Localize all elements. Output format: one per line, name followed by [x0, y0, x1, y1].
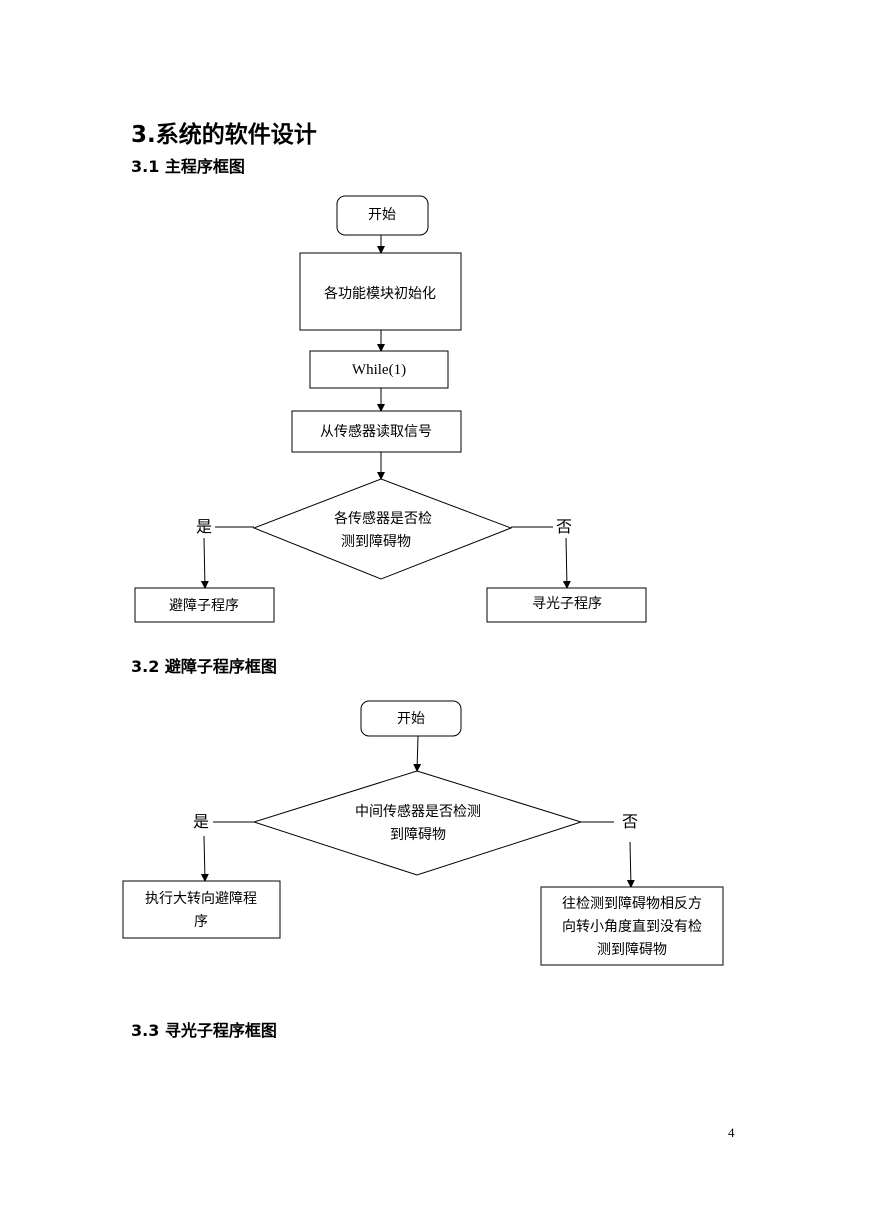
flow1-no-label: 否 [556, 517, 572, 536]
flow1-arrow-yes [200, 537, 209, 589]
page-number: 4 [728, 1125, 735, 1140]
subsection-title-avoid-flow: 3.2 避障子程序框图 [131, 657, 277, 676]
flow2-arrow-no [626, 841, 635, 888]
flow2-arrow-start-decision [413, 735, 422, 772]
main-flowchart: 开始 各功能模块初始化 While(1) 从传感器读取信号 各传感器是否检 测到… [134, 195, 647, 623]
flow1-avoid-label: 避障子程序 [169, 598, 239, 614]
subsection-title-light-flow: 3.3 寻光子程序框图 [131, 1021, 277, 1040]
flow1-yes-label: 是 [196, 517, 212, 536]
flow1-arrow-no [562, 537, 571, 589]
flow1-decision-line2: 测到障碍物 [341, 534, 411, 550]
flow2-arrow-yes [200, 835, 209, 882]
avoid-flowchart: 开始 中间传感器是否检测 到障碍物 是 否 执行大转向避障程 序 往检测到障碍物… [122, 700, 724, 966]
flow2-decision-node [252, 770, 583, 876]
flow2-small-turn-line1: 往检测到障碍物相反方 [562, 896, 702, 912]
flow1-start-node [336, 195, 429, 236]
flow2-big-turn-line2: 序 [194, 914, 208, 930]
flow1-init-label: 各功能模块初始化 [324, 285, 436, 302]
flow1-loop-label: While(1) [352, 362, 406, 378]
flow1-seek-light-node [486, 587, 647, 623]
flow2-start-node [360, 700, 462, 737]
flow1-avoid-node [134, 587, 275, 623]
flow2-start-label: 开始 [397, 711, 425, 727]
flow1-loop-node [309, 350, 449, 389]
flow1-init-node [299, 252, 462, 331]
section-title: 3.系统的软件设计 [131, 122, 317, 148]
flow2-big-turn-line1: 执行大转向避障程 [145, 891, 257, 907]
flow1-read-label: 从传感器读取信号 [320, 423, 432, 440]
flow2-small-turn-line2: 向转小角度直到没有检 [562, 918, 702, 935]
flow2-no-label: 否 [622, 812, 638, 831]
flow2-small-turn-line3: 测到障碍物 [597, 942, 667, 958]
flow1-start-label: 开始 [368, 207, 396, 223]
flow2-decision-line1: 中间传感器是否检测 [355, 803, 481, 820]
flow2-decision-line2: 到障碍物 [390, 827, 446, 843]
subsection-title-main-flow: 3.1 主程序框图 [131, 157, 245, 176]
flow1-decision-line1: 各传感器是否检 [334, 510, 432, 527]
flow1-read-node [291, 410, 462, 453]
flow1-decision-node [252, 478, 513, 580]
flow2-small-turn-node [540, 886, 724, 966]
flow1-seek-light-label: 寻光子程序 [532, 596, 602, 612]
flow2-yes-label: 是 [193, 812, 209, 831]
flow2-big-turn-node [122, 880, 281, 939]
